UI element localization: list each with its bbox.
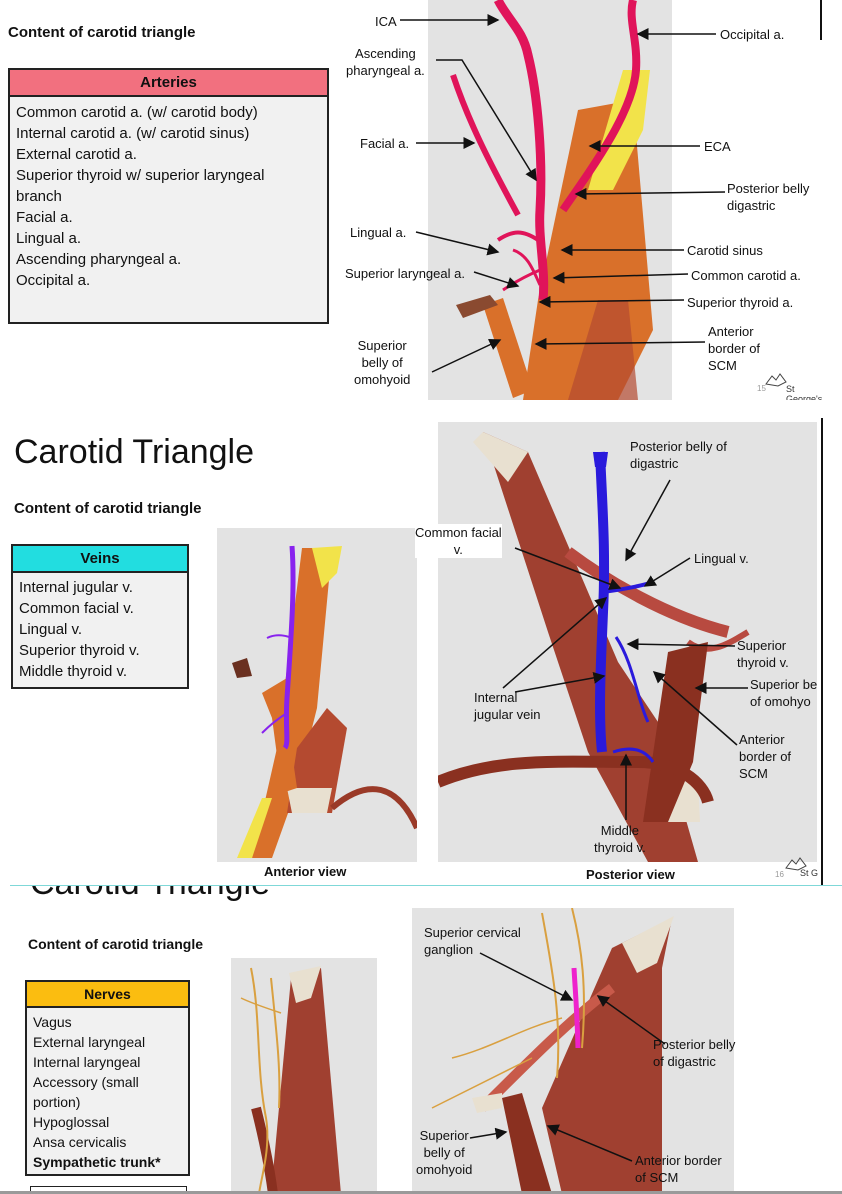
list-item: Vagus <box>33 1014 72 1030</box>
label-superior-cervical-ganglion: Superior cervical ganglion <box>424 925 521 957</box>
anterior-view-illustration <box>217 528 420 862</box>
anterior-view-artwork <box>232 545 420 858</box>
label-facial-artery: Facial a. <box>360 136 410 151</box>
label-internal-jugular-vein: Internal jugular vein <box>474 690 541 722</box>
list-item: External laryngeal <box>33 1034 146 1050</box>
slide-veins: Carotid Triangle Content of carotid tria… <box>0 400 842 885</box>
list-item: External carotid a. <box>16 146 137 163</box>
label-anterior-border-scm: Anterior border of SCM <box>739 732 792 781</box>
list-item: Common carotid a. (w/ carotid body) <box>16 104 258 121</box>
caption-anterior-view: Anterior view <box>264 864 347 879</box>
slide-divider <box>10 885 842 886</box>
slide1-page-number: 15 <box>757 384 766 393</box>
list-item: Lingual v. <box>19 621 83 638</box>
slide1-logo: St George's <box>764 372 826 400</box>
label-superior-belly-omohyoid: Superior belly of omohyoid <box>416 1128 473 1177</box>
list-item: portion) <box>33 1094 81 1110</box>
slide1-right-border <box>820 0 822 40</box>
arteries-table-header: Arteries <box>10 70 327 97</box>
list-item: Common facial v. <box>19 600 134 617</box>
page-bottom-border <box>0 1191 842 1194</box>
next-table-edge <box>30 1186 187 1194</box>
list-item-emphasis: Sympathetic trunk* <box>33 1154 161 1170</box>
veins-table-header: Veins <box>13 546 187 573</box>
label-eca: ECA <box>704 139 731 154</box>
slide3-subtitle: Content of carotid triangle <box>28 936 203 952</box>
list-item: Ansa cervicalis <box>33 1134 127 1150</box>
label-ica: ICA <box>375 14 397 29</box>
nerves-table-header: Nerves <box>27 982 188 1008</box>
label-posterior-belly-digastric: Posterior belly of digastric <box>653 1037 736 1069</box>
label-anterior-border-scm: Anterior border of SCM <box>635 1153 722 1185</box>
list-item: Lingual a. <box>16 230 82 247</box>
arteries-list: Common carotid a. (w/ carotid body) Inter… <box>10 97 327 295</box>
arteries-illustration <box>428 0 672 400</box>
slide1-subtitle: Content of carotid triangle <box>8 24 196 41</box>
list-item: Facial a. <box>16 209 73 226</box>
nerves-anterior-illustration <box>231 958 377 1194</box>
veins-table: Veins Internal jugular v. Common facial v… <box>11 544 189 689</box>
label-superior-thyroid-artery: Superior thyroid a. <box>687 295 794 310</box>
slide-arteries: Content of carotid triangle Arteries Com… <box>0 0 842 400</box>
label-lingual-vein: Lingual v. <box>694 551 749 566</box>
label-posterior-belly-digastric: Posterior belly digastric <box>727 181 810 213</box>
slide1-logo-text: St George's <box>786 384 823 400</box>
list-item: Internal laryngeal <box>33 1054 141 1070</box>
slide2-page-number: 16 <box>775 870 784 879</box>
slide2-right-border <box>821 418 823 885</box>
slide-nerves: Carotid Triangle Content of carotid tria… <box>0 886 842 1194</box>
label-carotid-sinus: Carotid sinus <box>687 243 763 258</box>
list-item: Middle thyroid v. <box>19 663 128 680</box>
label-anterior-border-scm: Anterior border of SCM <box>708 324 761 373</box>
nerves-anterior-artwork <box>240 966 341 1194</box>
slide3-title-partial: Carotid Triangle <box>30 886 270 903</box>
arteries-artwork <box>450 0 653 400</box>
slide2-logo: St G <box>784 856 820 882</box>
list-item: Accessory (small <box>33 1074 139 1090</box>
label-superior-thyroid-vein: Superior thyroid v. <box>737 638 789 670</box>
veins-list: Internal jugular v. Common facial v. Lingu… <box>13 573 187 686</box>
slide2-title: Carotid Triangle <box>14 433 255 471</box>
arteries-table: Arteries Common carotid a. (w/ carotid b… <box>8 68 329 324</box>
caption-posterior-view: Posterior view <box>586 867 675 882</box>
dragon-logo-icon <box>785 857 807 871</box>
list-item: Occipital a. <box>16 272 91 289</box>
dragon-logo-icon <box>765 373 787 387</box>
slide2-subtitle: Content of carotid triangle <box>14 500 202 517</box>
list-item: Ascending pharyngeal a. <box>16 251 182 268</box>
label-middle-thyroid-vein: Middle thyroid v. <box>594 823 646 855</box>
label-ascending-pharyngeal: Ascending pharyngeal a. <box>346 46 425 78</box>
label-common-facial-vein: Common facial v. <box>415 524 502 558</box>
slide2-logo-text: St G <box>800 868 819 878</box>
list-item: Hypoglossal <box>33 1114 110 1130</box>
list-item: Internal jugular v. <box>19 579 133 596</box>
label-common-carotid: Common carotid a. <box>691 268 801 283</box>
label-occipital-artery: Occipital a. <box>720 27 785 42</box>
label-posterior-belly-digastric: Posterior belly of digastric <box>630 439 727 471</box>
label-superior-belly-omohyoid: Superior belly of omohyoid <box>354 338 411 387</box>
list-item: Superior thyroid v. <box>19 642 140 659</box>
label-superior-laryngeal-artery: Superior laryngeal a. <box>345 266 465 281</box>
label-superior-belly-omohyoid: Superior be of omohyo <box>750 677 818 709</box>
list-item: Internal carotid a. (w/ carotid sinus) <box>16 125 250 142</box>
list-item: branch <box>16 188 62 205</box>
label-lingual-artery: Lingual a. <box>350 225 407 240</box>
list-item: Superior thyroid w/ superior laryngeal <box>16 167 265 184</box>
